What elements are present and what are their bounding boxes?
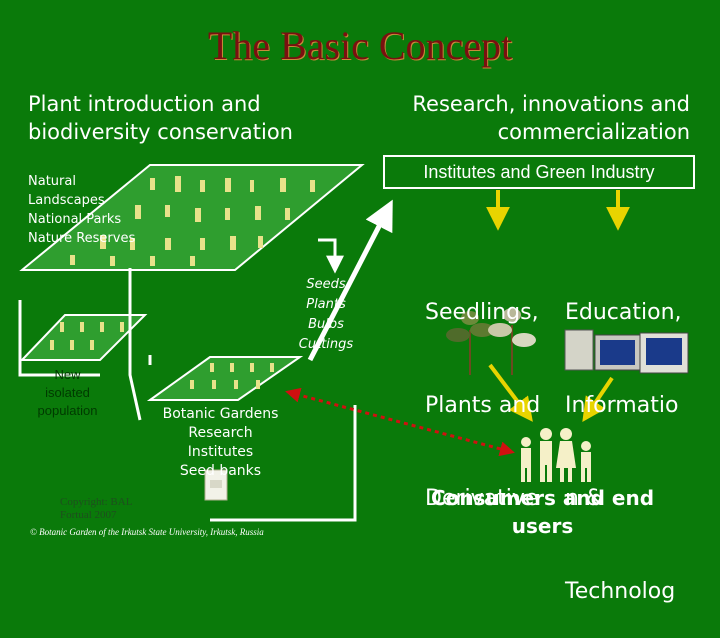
right-heading-line: Research, innovations and	[412, 92, 690, 116]
new-population-line: population	[37, 403, 98, 418]
new-population-line: New	[54, 367, 81, 382]
copyright-line: Fortual 2007	[60, 509, 117, 521]
botanic-gardens-label: Botanic Gardens Research Institutes Seed…	[158, 405, 283, 481]
natural-areas-label: Natural Landscapes National Parks Nature…	[28, 172, 135, 248]
natural-areas-line: Nature Reserves	[28, 231, 136, 246]
people-icon	[521, 428, 591, 482]
consumers-label: Consumers and end users	[430, 486, 655, 538]
botanic-gardens-line: Research	[188, 425, 253, 441]
botanic-gardens-line: Institutes	[187, 444, 254, 460]
left-heading: Plant introduction and biodiversity cons…	[28, 90, 348, 146]
computer-icon	[564, 329, 689, 374]
institutes-box: Institutes and Green Industry	[383, 155, 695, 189]
education-label: Education, Informatio n & Technolog	[565, 235, 682, 638]
new-population-line: isolated	[45, 385, 90, 400]
red-dotted-link	[285, 387, 515, 457]
education-line: Technolog	[565, 579, 676, 604]
right-heading-line: commercialization	[497, 120, 690, 144]
botanic-garden-plot	[146, 356, 304, 401]
products-line: Derivative	[425, 486, 539, 511]
copyright-note: Copyright: BAL Fortual 2007	[60, 496, 170, 522]
material-type: Cuttings	[298, 337, 354, 352]
botanic-gardens-line: Seed banks	[179, 463, 262, 479]
plant-icon	[446, 308, 536, 375]
botanic-gardens-line: Botanic Gardens	[162, 406, 279, 422]
products-line: Plants and	[425, 393, 541, 418]
concept-diagram-art	[18, 164, 689, 522]
education-line: Education,	[565, 300, 682, 325]
products-line: Seedlings,	[425, 300, 539, 325]
right-heading: Research, innovations and commercializat…	[350, 90, 690, 146]
natural-landscapes-plot	[19, 164, 365, 271]
left-heading-line: biodiversity conservation	[28, 120, 293, 144]
natural-areas-line: Natural	[28, 174, 76, 189]
seed-packet-icon	[204, 469, 228, 501]
material-type: Plants	[306, 297, 346, 312]
material-types-label: Seeds Plants Bulbs Cuttings	[290, 275, 362, 355]
left-heading-line: Plant introduction and	[28, 92, 261, 116]
material-type: Bulbs	[308, 317, 344, 332]
products-label: Seedlings, Plants and Derivative	[425, 235, 540, 545]
copyright-line: Copyright: BAL	[60, 496, 133, 508]
new-population-plot	[19, 314, 148, 361]
education-line: Informatio	[565, 393, 679, 418]
new-population-label: New isolated population	[30, 366, 105, 420]
material-type: Seeds	[306, 277, 346, 292]
education-line: n &	[565, 486, 604, 511]
natural-areas-line: National Parks	[28, 212, 122, 227]
natural-areas-line: Landscapes	[28, 193, 105, 208]
slide-title: The Basic Concept	[207, 23, 513, 68]
footer-credit: © Botanic Garden of the Irkutsk State Un…	[30, 527, 264, 537]
